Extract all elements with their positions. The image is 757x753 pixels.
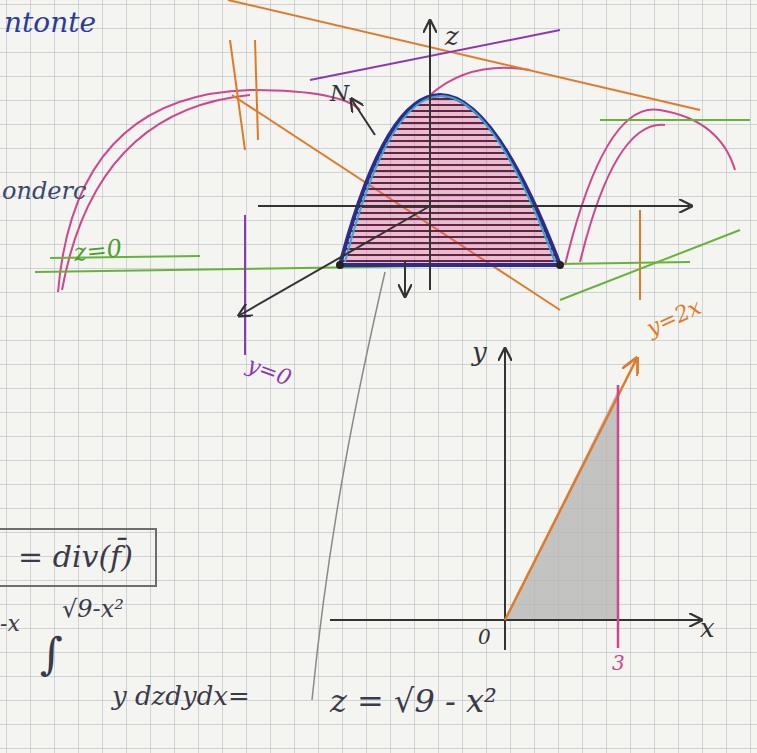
plane-label: y=0: [244, 353, 294, 391]
line-label: y=2x: [643, 295, 705, 341]
axes-2d: [330, 350, 700, 650]
integrand: y dzdydx=: [112, 682, 250, 711]
axes-3d: [240, 22, 690, 315]
pink-arches: [58, 68, 735, 292]
integral-bound: -x: [0, 612, 20, 636]
tick-label: 3: [612, 652, 625, 674]
normal-label: N: [330, 82, 349, 106]
line-y-2x: [505, 360, 636, 620]
formula-text: = div(f̄): [18, 540, 133, 573]
region-base: [340, 263, 560, 267]
axis-label: y: [472, 338, 487, 367]
leader-line: [312, 272, 385, 700]
boxed-formula: = div(f̄): [0, 528, 157, 587]
line-x-3: [617, 385, 620, 648]
origin-label: 0: [478, 626, 491, 648]
axis-label: x: [700, 614, 715, 643]
integral-sign: ∫: [40, 630, 63, 678]
axis-label: z: [445, 22, 459, 51]
integral-bound: √9-x²: [62, 596, 124, 622]
corner-point: [556, 261, 564, 269]
surface-equation: z = √9 - x²: [330, 684, 497, 719]
plane-label: z=0: [73, 235, 124, 266]
corner-point: [336, 261, 344, 269]
note-fragment: onderc: [2, 178, 86, 204]
heading-fragment: ntonte: [4, 8, 96, 39]
purple-lines: [245, 30, 560, 355]
